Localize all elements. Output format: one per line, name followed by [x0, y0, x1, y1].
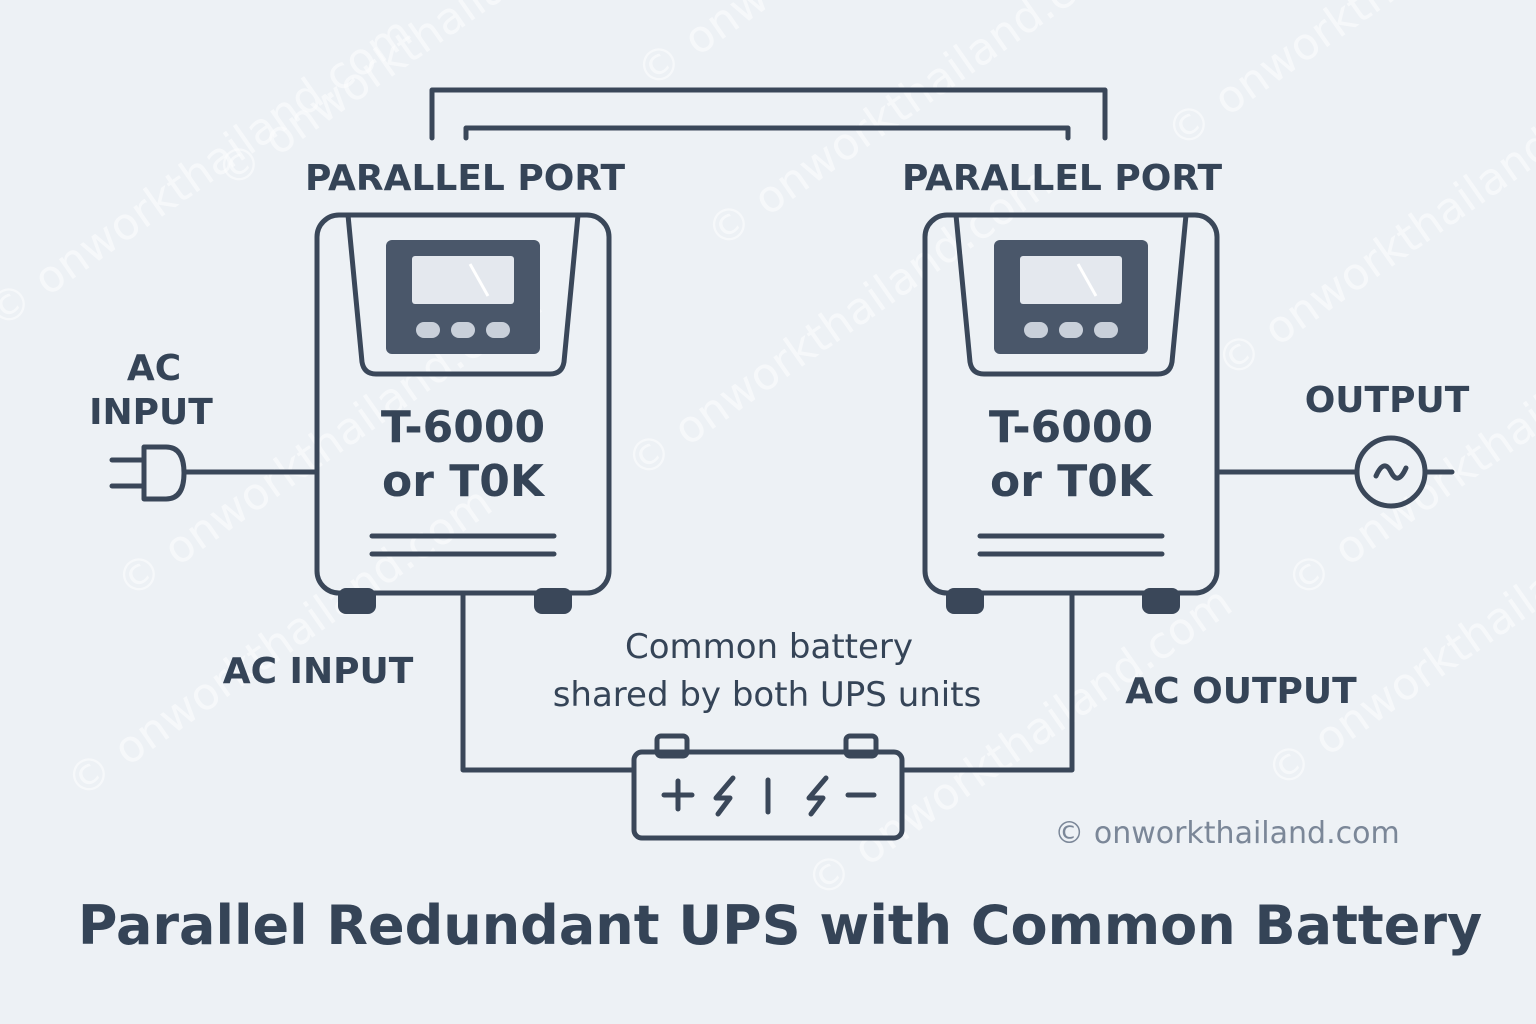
output-label: OUTPUT — [1305, 380, 1470, 421]
ac-input: AC INPUT — [89, 348, 320, 502]
battery-caption-line1: Common battery — [625, 627, 913, 667]
copyright-text: © onworkthailand.com — [1054, 816, 1399, 851]
panel-button — [486, 322, 510, 338]
plug-icon — [109, 444, 187, 502]
panel-button — [451, 322, 475, 338]
lcd-screen — [412, 256, 514, 304]
parallel-cable — [429, 87, 1108, 141]
parallel-port-label: PARALLEL PORT — [902, 158, 1223, 199]
battery-bolt-symbol — [713, 775, 736, 817]
battery-icon — [631, 733, 905, 841]
battery-wire-right — [899, 590, 1075, 773]
ups-model-line1: T-6000 — [989, 402, 1153, 453]
ac-output: OUTPUT — [1214, 380, 1470, 509]
ac-output-label: AC OUTPUT — [1125, 671, 1357, 712]
screen-glare — [1076, 263, 1098, 297]
battery-bolt-symbol — [806, 775, 829, 817]
panel-button — [1094, 322, 1118, 338]
ups-model-line1: T-6000 — [381, 402, 545, 453]
ups-model-line2: or T0K — [382, 456, 546, 507]
watermark: © onworkthailand.com — [57, 477, 501, 809]
diagram-title: Parallel Redundant UPS with Common Batte… — [78, 894, 1482, 957]
panel-button — [1059, 322, 1083, 338]
ac-input-label: AC INPUT — [223, 651, 414, 692]
watermark: © onworkthailand.com — [1157, 0, 1536, 159]
battery-caption-line2: shared by both UPS units — [553, 675, 982, 715]
lcd-screen — [1020, 256, 1122, 304]
battery-wire-left — [460, 590, 637, 773]
panel-button — [1024, 322, 1048, 338]
ups-model-line2: or T0K — [990, 456, 1154, 507]
ups-unit-left: T-6000 or T0K PARALLEL PORT — [305, 158, 626, 614]
panel-button — [416, 322, 440, 338]
ac-input-label-line2: INPUT — [89, 392, 213, 433]
ac-input-label-line1: AC — [127, 348, 181, 389]
parallel-port-label: PARALLEL PORT — [305, 158, 626, 199]
ups-front-bezel — [345, 212, 581, 377]
screen-glare — [468, 263, 490, 297]
ups-front-bezel — [953, 212, 1189, 377]
watermark-layer: © onworkthailand.com © onworkthailand.co… — [0, 0, 1536, 909]
